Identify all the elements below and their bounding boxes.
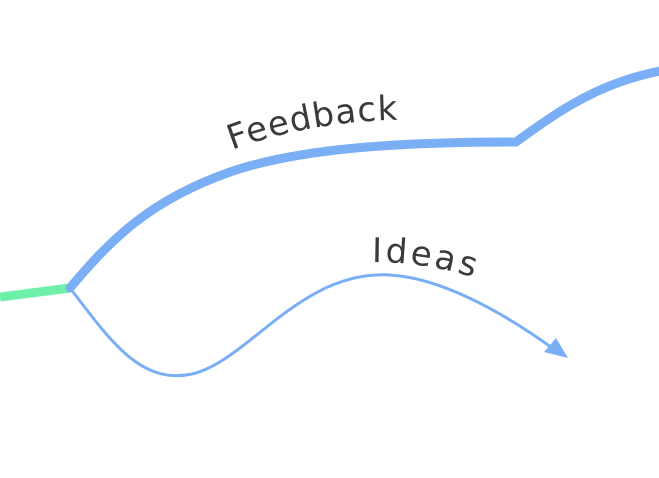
- branch-label-ideas-text: Ideas: [372, 231, 482, 287]
- branch-ideas-connector[interactable]: [68, 273, 557, 378]
- branch-feedback-connector[interactable]: [65, 66, 659, 293]
- incoming-connector: [0, 283, 71, 302]
- branch-label-ideas[interactable]: Ideas: [372, 231, 485, 287]
- branch-ideas-arrowhead: [544, 338, 568, 358]
